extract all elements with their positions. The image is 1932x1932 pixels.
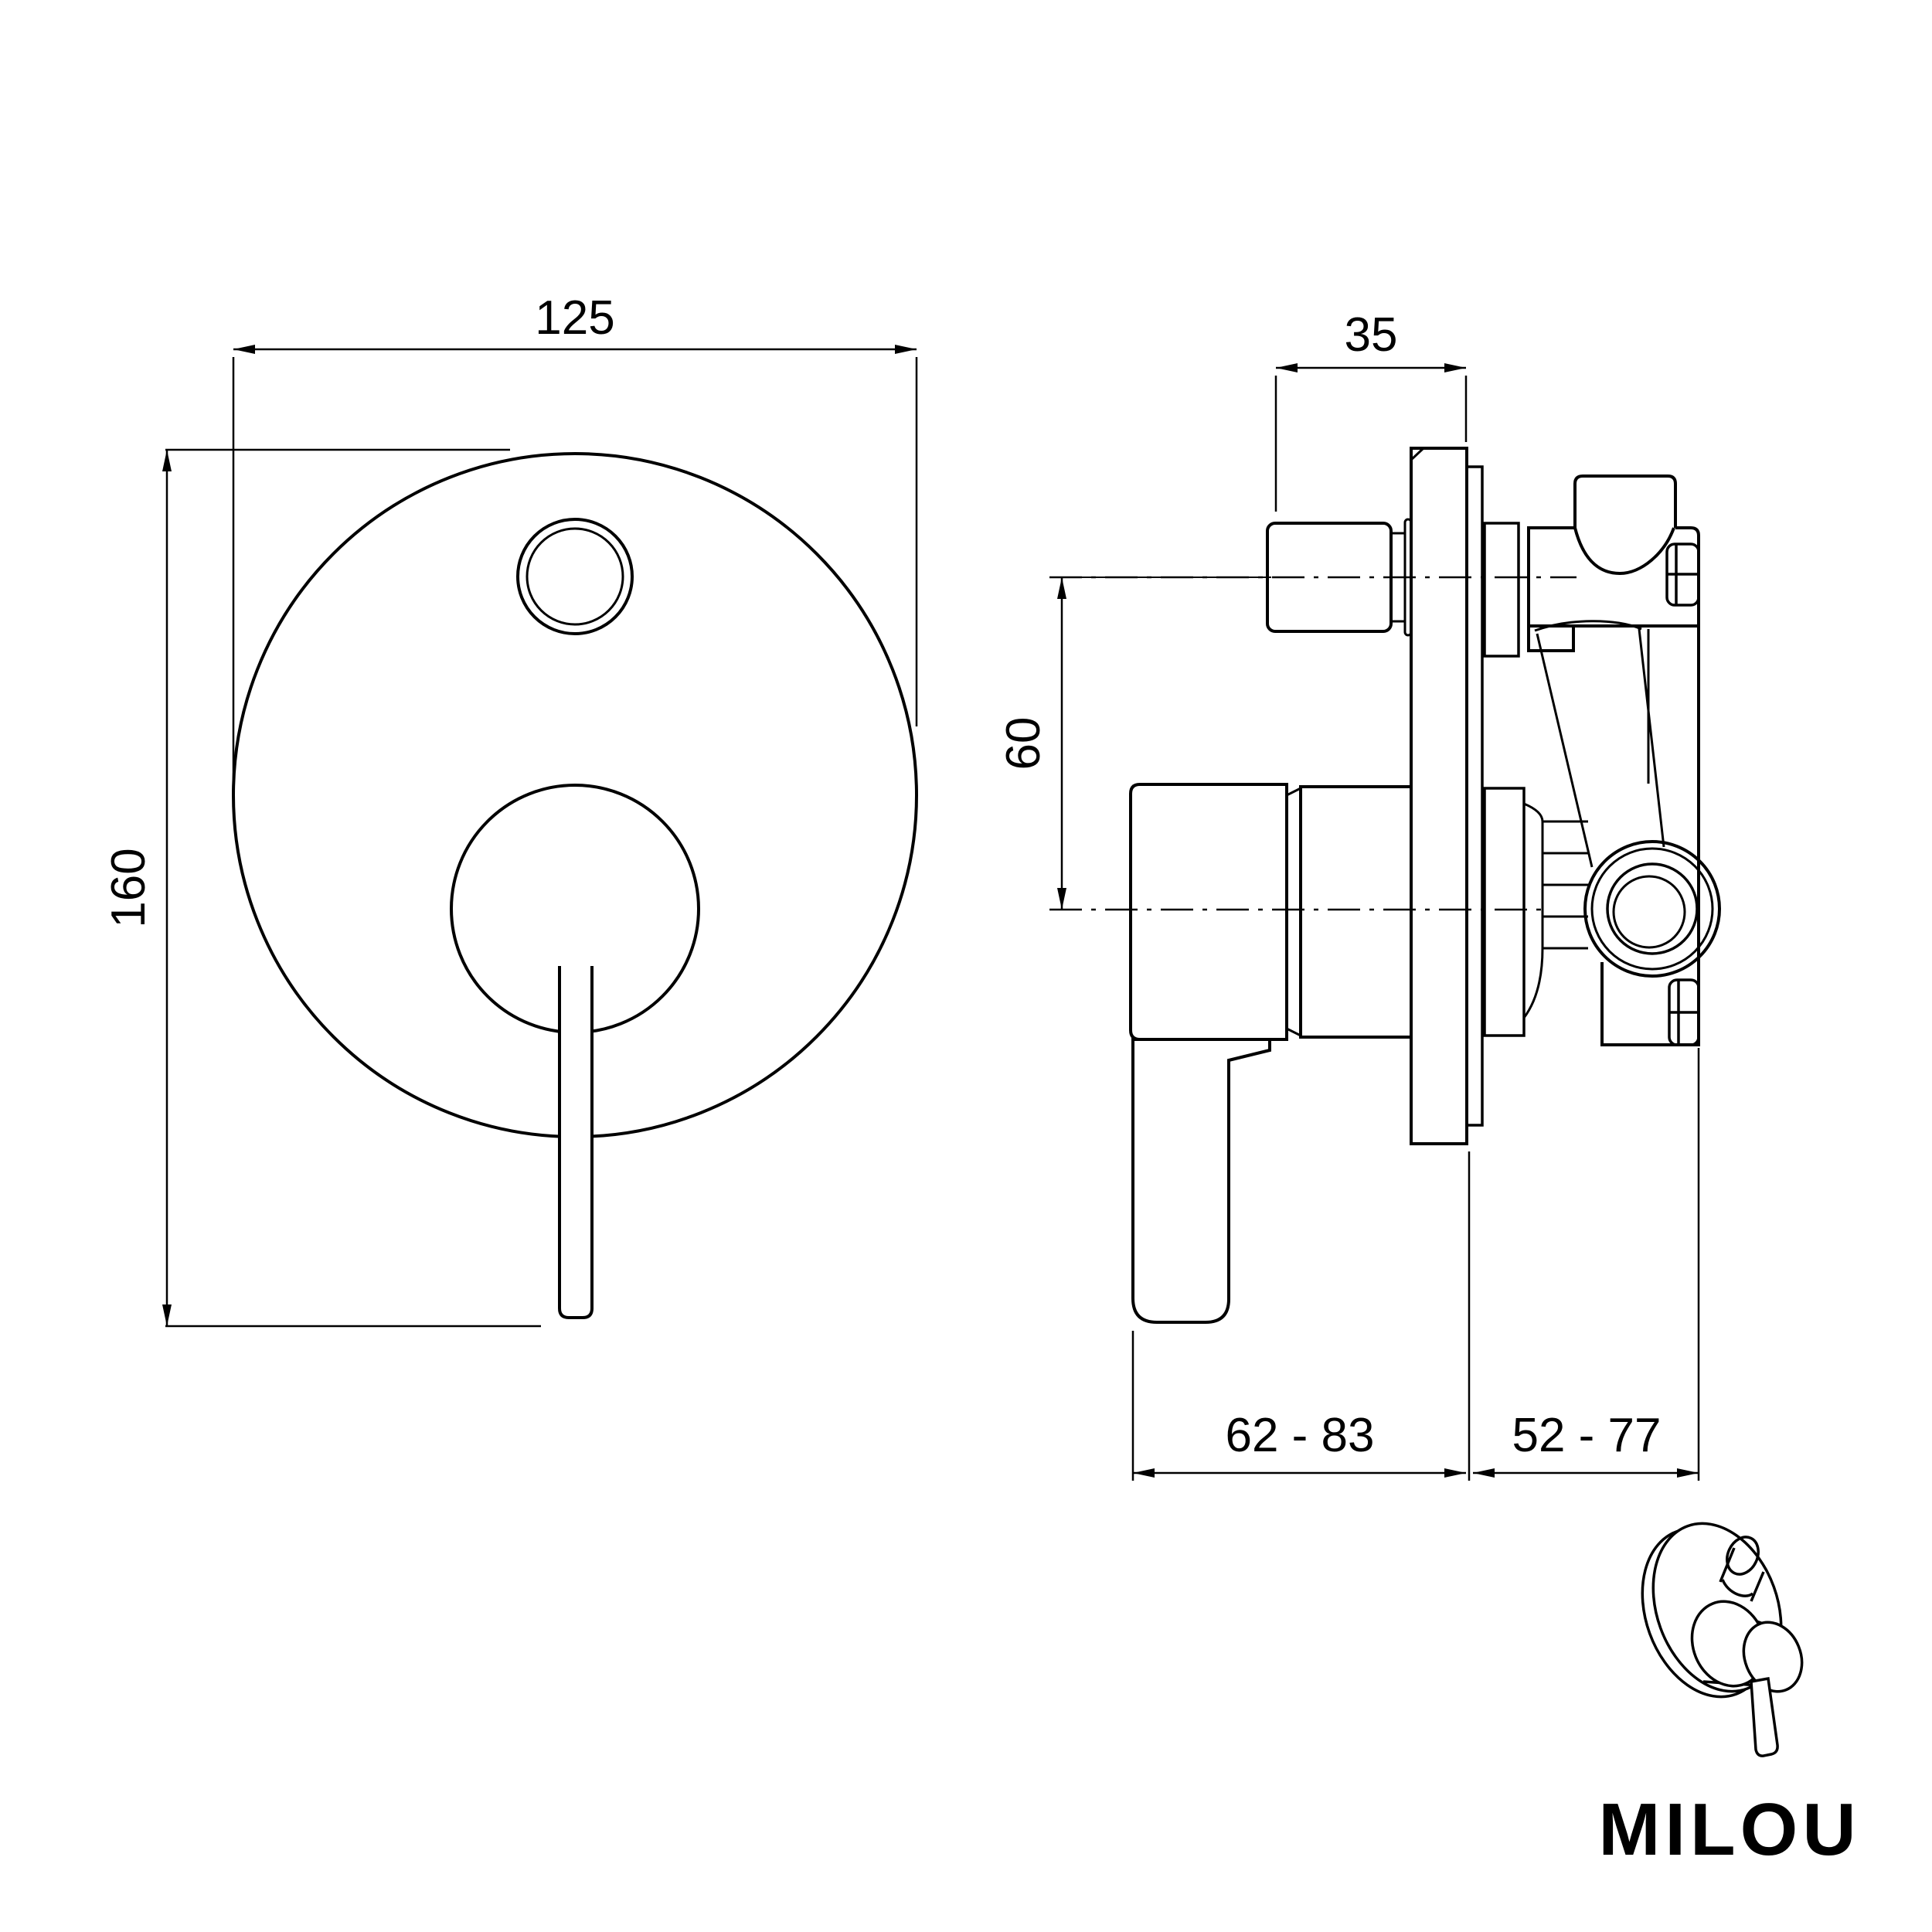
dim-inwall-depth-range <box>1473 1048 1700 1481</box>
mounting-tab-bottom <box>1668 978 1700 1046</box>
front-view <box>232 452 918 1319</box>
dim-label-60: 60 <box>997 717 1050 770</box>
outlet-port-circles <box>1583 840 1721 978</box>
spout-side <box>1573 474 1677 528</box>
cartridge-cover-side <box>1299 785 1413 1039</box>
diverter-button-outer-circle <box>516 518 634 635</box>
dim-label-35: 35 <box>1345 308 1398 362</box>
dim-overall-height <box>162 448 541 1328</box>
lever-stem <box>558 966 594 1319</box>
thumb-button <box>1719 1536 1765 1602</box>
dim-axis-spacing <box>1051 577 1271 910</box>
dim-label-160: 160 <box>102 848 155 927</box>
lever-side <box>1131 1038 1271 1324</box>
dim-label-125: 125 <box>535 291 614 345</box>
plate-corner-chamfer <box>1410 447 1425 461</box>
mounting-tab-top <box>1665 543 1700 607</box>
side-view <box>1049 447 1721 1324</box>
handle-hub-side <box>1129 783 1288 1041</box>
valve-body <box>1483 474 1721 1046</box>
outlet-ribs <box>1522 802 1588 1019</box>
body-notch <box>1527 626 1575 652</box>
hub-chamfer-bottom <box>1286 1027 1301 1037</box>
product-thumbnail-3d-icon <box>1641 1522 1804 1757</box>
dim-handle-projection-range <box>1131 1151 1471 1481</box>
brand-logo: MILOU <box>1598 1788 1860 1871</box>
dim-label-62-83: 62 - 83 <box>1225 1409 1374 1462</box>
plate-back-ring <box>1465 465 1484 1127</box>
thumb-handle <box>1690 1600 1804 1757</box>
inlet-stub-upper <box>1483 522 1520 658</box>
cartridge-stub-lower <box>1483 787 1526 1037</box>
internal-wedge <box>1534 620 1665 868</box>
dim-button-projection <box>1274 363 1468 512</box>
hub-chamfer-top <box>1286 787 1301 797</box>
side-dimensions <box>1051 363 1700 1481</box>
spout-underside-curve <box>1573 527 1675 576</box>
diverter-button-inner-circle <box>526 527 624 626</box>
dim-plate-diameter <box>232 345 918 804</box>
thumb-lever <box>1750 1676 1779 1757</box>
escutcheon-plate-side <box>1410 447 1468 1145</box>
dim-label-52-77: 52 - 77 <box>1512 1409 1661 1462</box>
body-outline <box>1527 526 1700 1046</box>
front-dimensions <box>162 345 918 1328</box>
